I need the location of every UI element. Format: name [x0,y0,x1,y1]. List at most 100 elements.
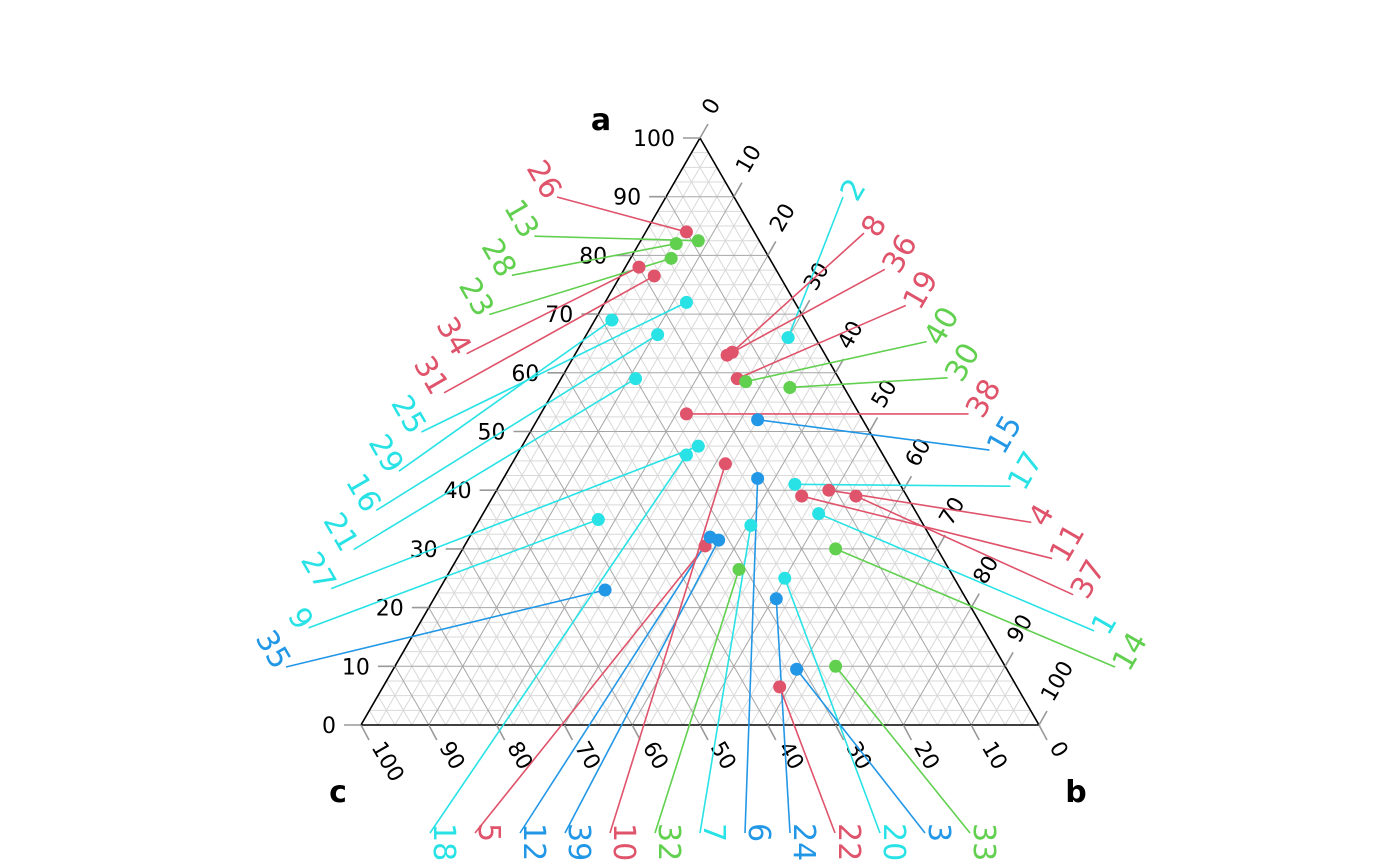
grid-line-minor-c [487,504,616,726]
grid-line-minor-c [538,416,718,726]
tick-label-c: 100 [366,738,409,787]
grid-line-minor-c [479,519,599,726]
axis-label-b: b [1065,775,1086,810]
grid-line-minor-b [513,269,777,726]
data-point-21 [629,372,643,386]
leader-line-24 [775,598,791,834]
leader-line-3 [795,668,926,834]
grid-line-minor-c [555,387,752,726]
tick-mark-b [1038,710,1048,726]
data-point-15 [751,413,765,427]
grid-line-minor-b [733,460,887,726]
tick-label-c: 0 [1044,738,1073,763]
tick-mark-b [868,417,879,432]
grid-line-minor-c [377,695,396,726]
data-point-36 [720,348,734,362]
grid-line-minor-c [580,343,803,726]
data-point-35 [598,583,612,597]
grid [369,152,1031,726]
data-point-30 [783,380,797,394]
grid-line-minor-c [419,622,481,726]
tick-label-c: 10 [976,738,1012,775]
data-point-26 [679,225,693,239]
leader-line-15 [757,418,990,451]
data-point-40 [739,375,753,389]
grid-line-minor-b [445,211,743,726]
tick-mark-b [834,358,845,374]
point-label-39: 39 [561,823,596,861]
leader-line-8 [731,232,865,353]
grid-line-minor-b [869,577,955,726]
tick-mark-b [1004,651,1014,667]
point-label-20: 20 [876,823,911,861]
tick-label-a: 0 [322,714,336,739]
leader-line-31 [443,275,655,394]
grid-line-minor-c [572,357,786,726]
point-label-9: 9 [280,602,320,636]
data-point-33 [829,659,843,673]
tick-mark-c [495,724,506,741]
data-point-13 [691,234,705,248]
data-point-1 [812,507,826,521]
data-point-11 [795,489,809,503]
tick-label-c: 90 [434,738,470,775]
tick-label-b: 10 [731,141,767,178]
grid-line-minor-b [1004,695,1023,726]
leader-line-36 [726,268,886,356]
data-point-17 [788,477,802,491]
tick-mark-b [699,123,709,139]
leader-line-37 [855,495,1074,596]
grid-line-minor-c [674,181,989,726]
grid-line-minor-c [504,475,650,726]
grid-line-minor-b [818,533,930,726]
tick-mark-b [902,475,913,491]
tick-mark-b [733,182,743,198]
grid-line-major-c [394,666,430,726]
grid-line-minor-c [623,269,887,726]
leader-line-32 [654,569,740,834]
grid-line-minor-c [470,533,582,726]
data-point-3 [790,662,804,676]
point-label-22: 22 [831,823,866,861]
grid-line-minor-c [547,401,735,726]
data-point-23 [664,251,678,265]
grid-line-minor-b [1021,710,1031,726]
grid-line-minor-b [953,651,998,726]
grid-line-major-b [428,196,735,726]
tick-mark-c [631,724,641,741]
leader-line-27 [330,445,699,590]
data-point-31 [647,269,661,283]
data-point-10 [718,457,732,471]
leader-line-4 [828,489,1032,524]
data-points [591,225,863,694]
leader-line-22 [778,686,836,834]
data-point-14 [829,542,843,556]
grid-line-minor-b [580,328,811,726]
grid-line-major-c [496,489,633,726]
data-point-18 [679,448,693,462]
grid-line-minor-b [936,636,989,726]
grid-line-minor-c [657,211,955,726]
data-point-37 [849,489,863,503]
data-point-34 [632,260,646,274]
grid-line-major-b [563,313,803,726]
tick-label-c: 80 [501,738,537,775]
grid-line-minor-c [369,710,379,726]
leader-line-39 [564,539,720,834]
point-label-33: 33 [966,823,1001,861]
leader-line-2 [787,196,844,338]
data-point-2 [781,331,795,345]
data-point-6 [751,471,765,485]
point-label-10: 10 [606,823,641,861]
grid-line-major-b [835,548,938,726]
point-label-7: 7 [696,823,731,842]
grid-line-major-c [530,431,701,726]
tick-label-b: 80 [969,552,1005,589]
grid-line-minor-b [987,680,1015,726]
grid-line-minor-c [606,299,853,726]
leader-line-5 [474,545,706,834]
leader-line-18 [429,454,688,834]
leader-line-11 [801,495,1053,560]
data-point-28 [669,237,683,251]
